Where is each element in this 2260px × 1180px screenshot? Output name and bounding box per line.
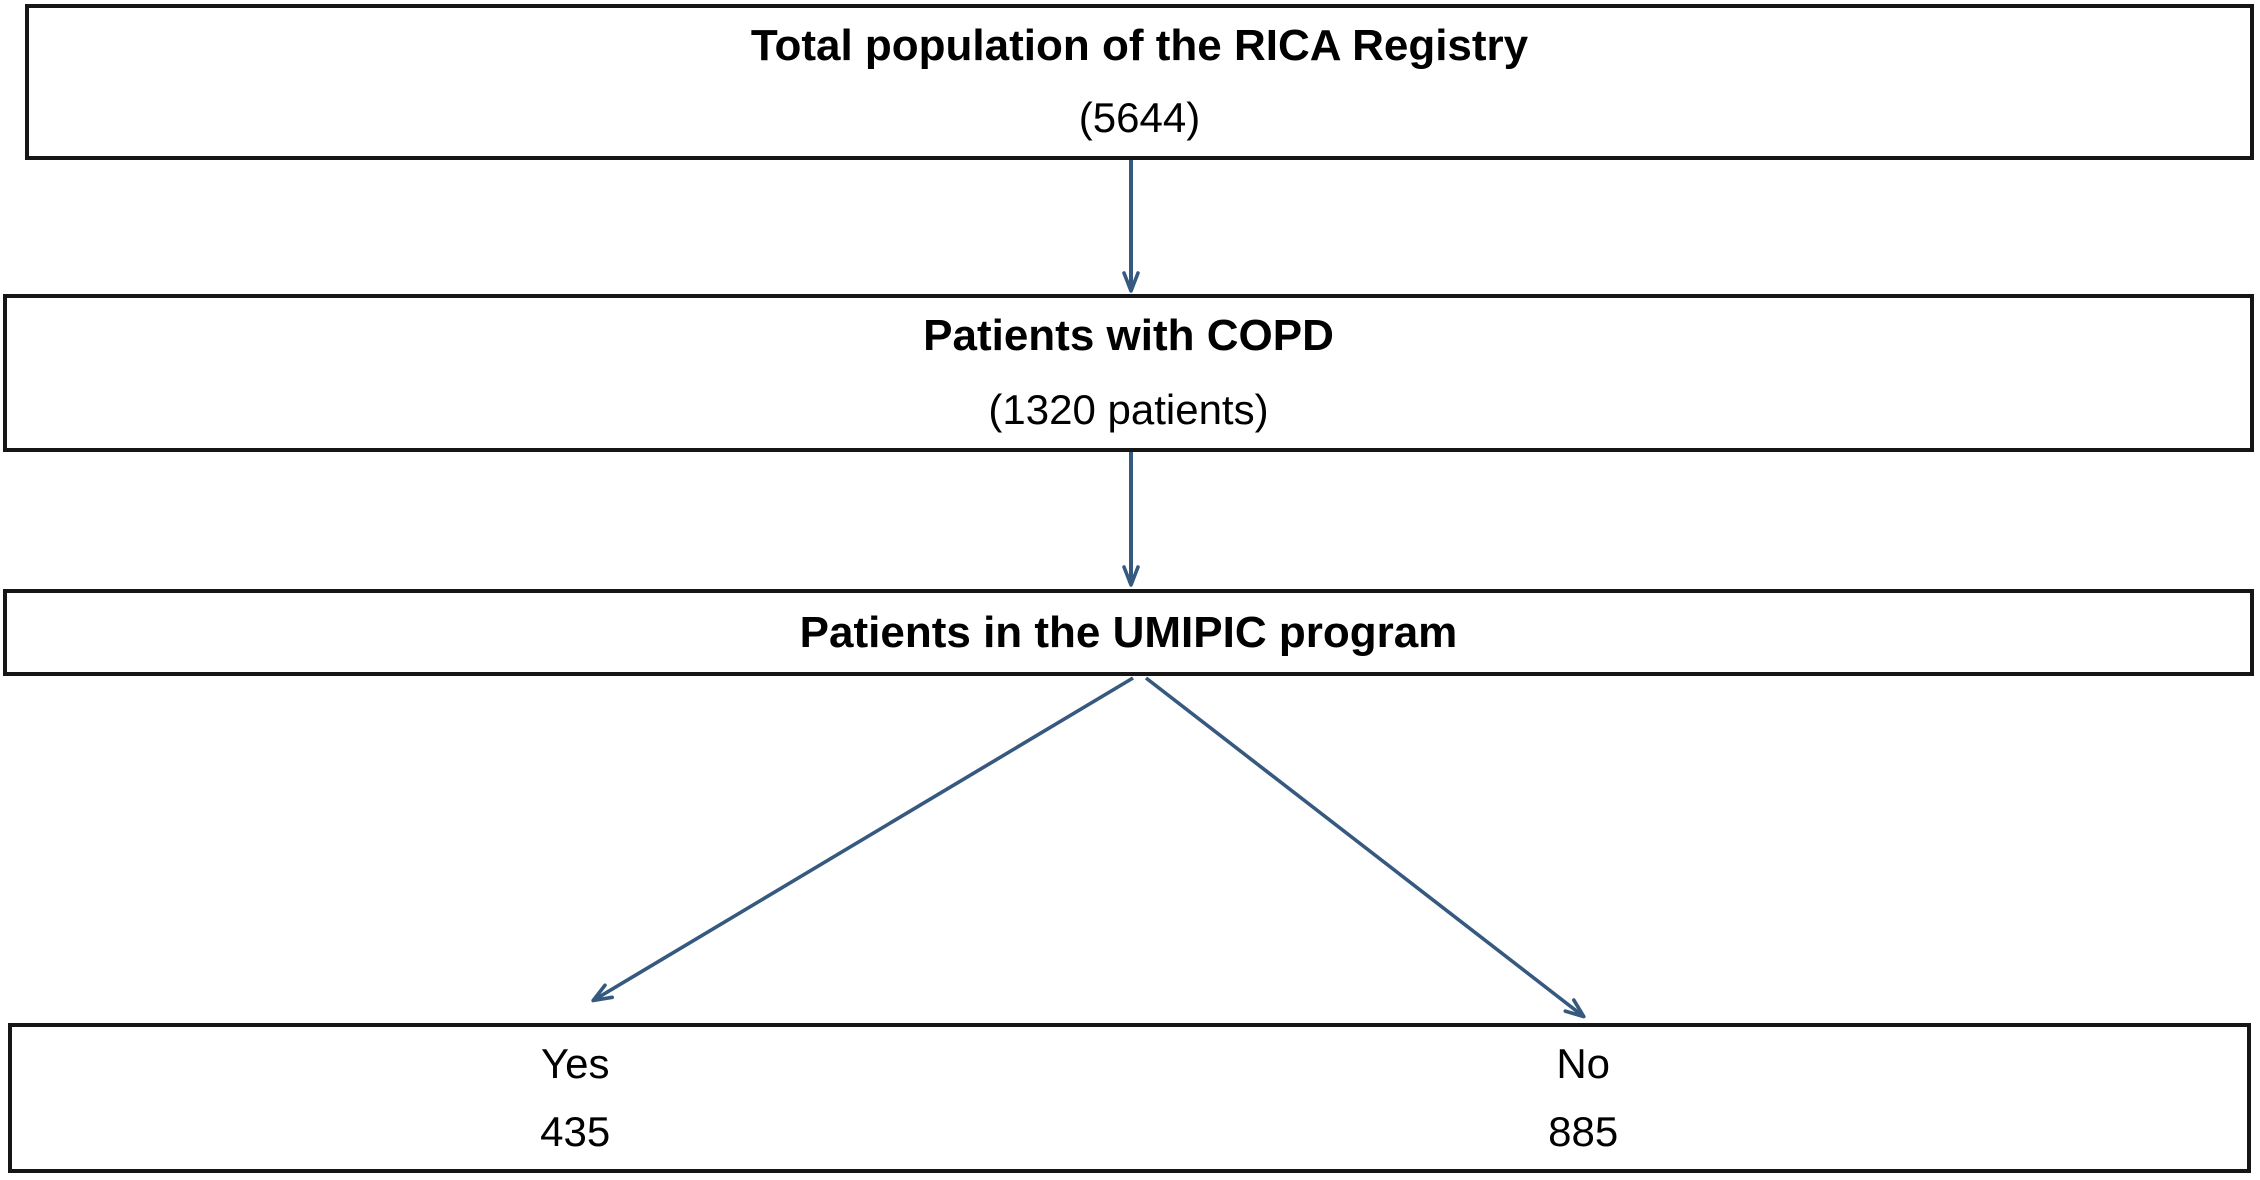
outcome-no-column: No 885 [1548, 1039, 1618, 1157]
node-copd: Patients with COPD (1320 patients) [3, 294, 2254, 452]
outcome-yes-count: 435 [540, 1108, 611, 1155]
node-total-population: Total population of the RICA Registry (5… [25, 4, 2254, 160]
node-outcome: Yes 435 No 885 [8, 1023, 2251, 1173]
node-umipic: Patients in the UMIPIC program [3, 589, 2254, 676]
outcome-yes-label: Yes [540, 1040, 610, 1087]
outcome-no-label: No [1556, 1040, 1611, 1087]
node-copd-count: (1320 patients) [988, 386, 1269, 433]
node-copd-title: Patients with COPD [923, 311, 1334, 360]
arrow-umipic-to-no [1144, 676, 1586, 1019]
node-umipic-title: Patients in the UMIPIC program [799, 607, 1458, 657]
node-total-count: (5644) [1078, 94, 1201, 141]
outcome-yes-column: Yes 435 [540, 1039, 610, 1157]
node-total-title: Total population of the RICA Registry [750, 21, 1529, 70]
outcome-no-count: 885 [1548, 1108, 1619, 1155]
arrow-umipic-to-yes [591, 676, 1134, 1003]
